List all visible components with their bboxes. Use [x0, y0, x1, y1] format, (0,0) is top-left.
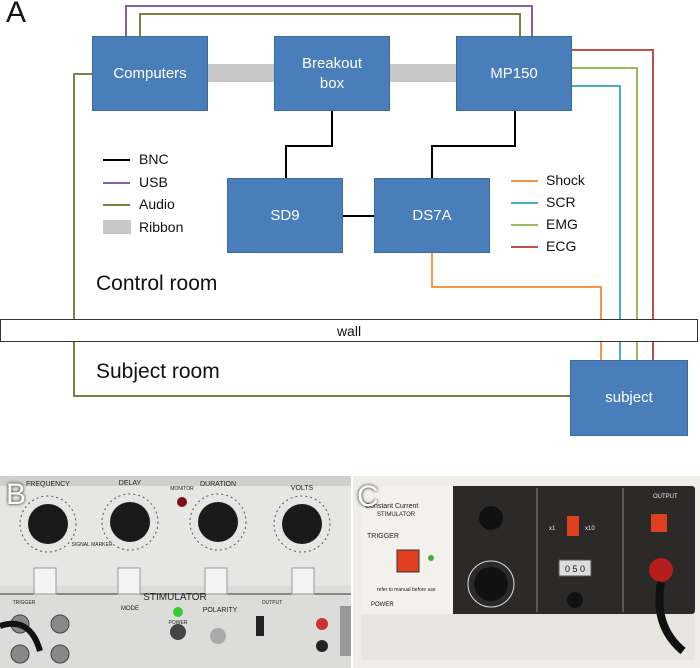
panel-a-letter: A	[6, 0, 27, 29]
refer-label: refer to manual before use	[377, 587, 436, 593]
legend-label-scr: SCR	[546, 194, 576, 210]
title-line1: Constant Current	[365, 503, 418, 510]
audio-cable-left	[73, 73, 570, 397]
panel-b-photo: FREQUENCY DELAY DURATION VOLTS MONITOR S…	[0, 476, 351, 668]
bnc-breakout-sd9	[285, 111, 333, 178]
title-line2: STIMULATOR	[377, 512, 416, 518]
legend-label-usb: USB	[139, 174, 168, 190]
mode-label: MODE	[121, 606, 139, 612]
shock-cable	[431, 253, 602, 360]
bnc-mp150-ds7a	[431, 111, 516, 178]
legend-label-ribbon: Ribbon	[139, 219, 184, 235]
legend-swatch-ribbon	[103, 220, 131, 234]
legend-label-emg: EMG	[546, 216, 578, 232]
panel-c-photo: 0 5 0 Constant Current STIMULATOR TRIGGE…	[353, 476, 700, 668]
output-label-c: OUTPUT	[653, 494, 678, 500]
power-label-b: POWER	[169, 620, 188, 626]
trigger-label-b: TRIGGER	[13, 600, 36, 606]
polarity-label: POLARITY	[203, 607, 238, 614]
legend-label-bnc: BNC	[139, 151, 169, 167]
sd9-box: SD9	[227, 178, 343, 253]
output-label-b: OUTPUT	[262, 600, 283, 606]
duration-label: DURATION	[200, 481, 236, 488]
ds7a-box: DS7A	[374, 178, 490, 253]
ecg-cable	[572, 49, 654, 360]
control-room-label: Control room	[96, 272, 218, 295]
scr-cable	[572, 85, 621, 360]
legend-label-shock: Shock	[546, 172, 585, 188]
usb-cable	[125, 5, 533, 36]
sd9-stimulator-illustration: FREQUENCY DELAY DURATION VOLTS MONITOR S…	[0, 476, 351, 668]
breakout-box: Breakout box	[274, 36, 390, 111]
computers-box: Computers	[92, 36, 208, 111]
stimulator-label: STIMULATOR	[143, 592, 207, 603]
audio-cable-top	[139, 13, 521, 36]
signal-marker-label: SIGNAL MARKER	[72, 542, 113, 548]
x1-label: x1	[549, 526, 556, 532]
legend-label-audio: Audio	[139, 196, 175, 212]
ds7a-stimulator-illustration: 0 5 0 Constant Current STIMULATOR TRIGGE…	[353, 476, 700, 668]
delay-label: DELAY	[119, 480, 142, 487]
legend-label-ecg: ECG	[546, 238, 577, 254]
frequency-label: FREQUENCY	[26, 481, 70, 488]
mp150-box: MP150	[456, 36, 572, 111]
emg-cable	[572, 67, 638, 360]
counter-readout: 0 5 0	[565, 564, 585, 574]
subject-box: subject	[570, 360, 688, 436]
panel-c-letter: C	[357, 480, 379, 513]
monitor-label: MONITOR	[170, 486, 194, 492]
panel-b-letter: B	[6, 478, 27, 511]
power-label-c: POWER	[371, 602, 394, 608]
trigger-label-c: TRIGGER	[367, 533, 399, 540]
volts-label: VOLTS	[291, 485, 314, 492]
wall: wall	[0, 319, 698, 342]
x10-label: x10	[585, 526, 595, 532]
subject-room-label: Subject room	[96, 360, 220, 383]
